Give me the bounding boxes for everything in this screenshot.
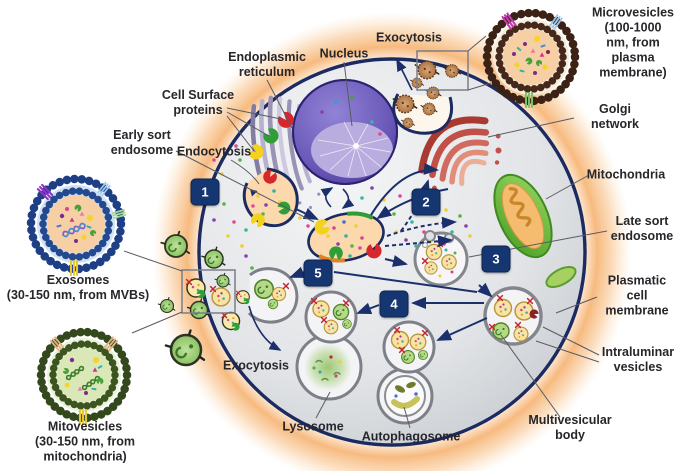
step-5-badge: 5 [303,259,333,287]
autophagosome-graphic [376,320,436,425]
exosome-illustration [26,174,127,277]
step-2-badge: 2 [411,188,441,216]
cell-body [197,57,587,447]
step-4-badge: 4 [379,290,409,318]
step-1-badge: 1 [190,178,220,206]
endocytosis-cup [242,167,299,230]
exocytosis-cup-bottom [247,267,299,324]
callout-squares [181,50,469,314]
late-endosome-graphic [413,230,469,287]
leader-lines [123,35,608,429]
multivesicular-body-graphic [483,286,543,346]
step-3-badge: 3 [481,245,511,273]
early-endosome-graphic [307,211,385,263]
mitochondria-graphic [493,173,577,289]
microvesicle-illustration [482,8,580,109]
cytoplasm-dots [210,120,472,270]
lysosome-graphic [295,290,363,401]
nucleus-graphic [292,79,398,185]
mitovesicle-illustration [36,327,132,426]
